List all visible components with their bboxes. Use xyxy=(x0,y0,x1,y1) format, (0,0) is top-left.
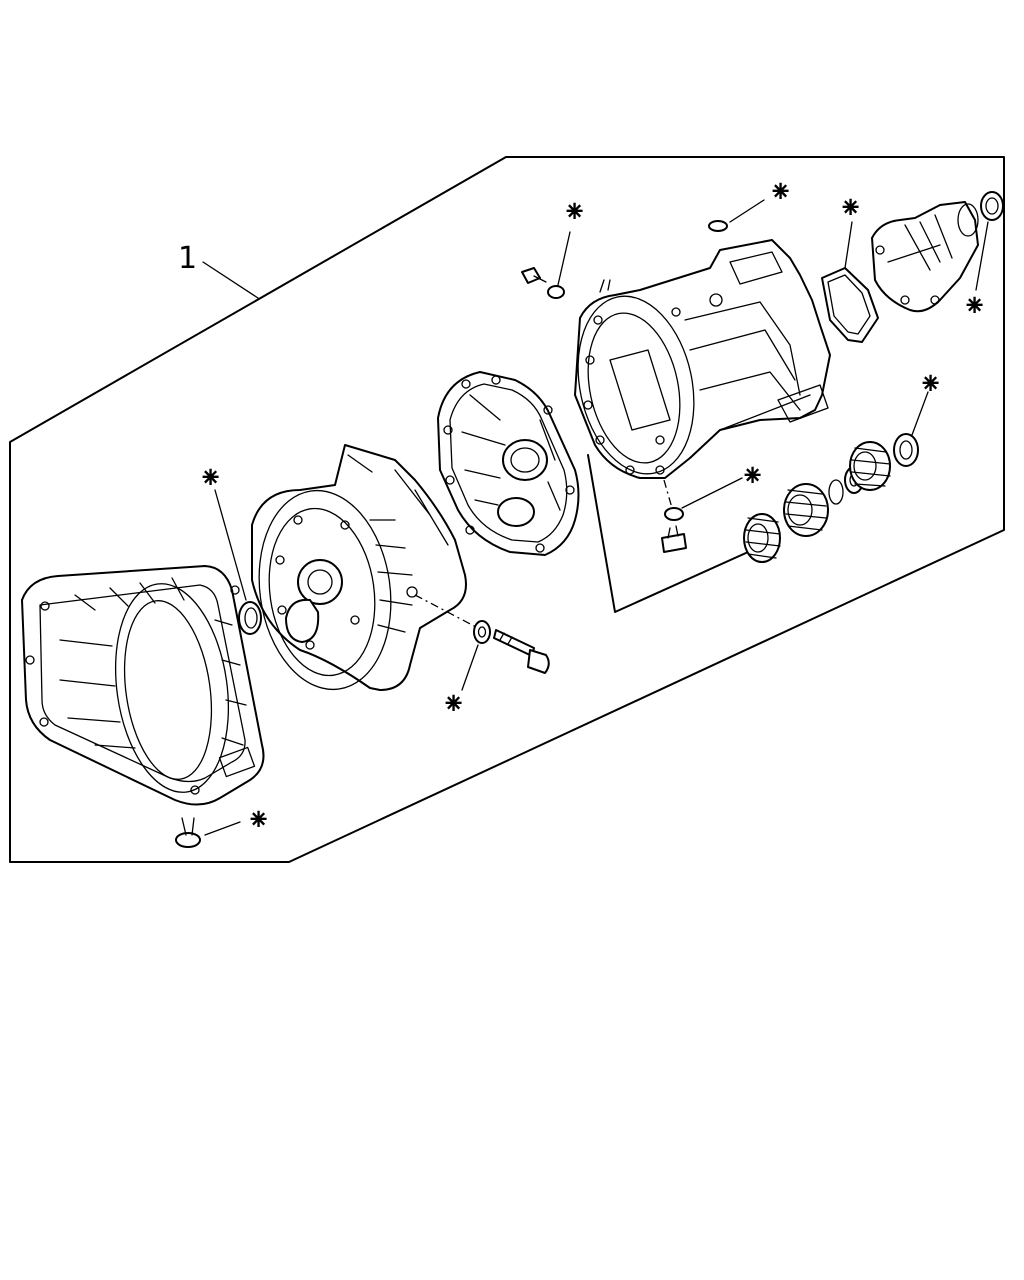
adapter-housing xyxy=(251,444,467,691)
o-ring-top-left xyxy=(547,285,565,299)
o-ring-top-left-leader xyxy=(557,231,571,286)
drain-plug-leader xyxy=(204,821,241,836)
part-number-label: 1 xyxy=(178,241,197,276)
washer-bolt-seal xyxy=(473,620,491,644)
gear-middle xyxy=(783,483,829,537)
o-ring-bottom-service-mark: ⁕ xyxy=(740,459,765,494)
o-ring-top-left-service-mark: ⁕ xyxy=(562,195,587,230)
bolt-axis-dashed xyxy=(414,594,479,629)
snap-ring xyxy=(828,479,844,505)
washer-service-mark: ⁕ xyxy=(441,687,466,722)
gear-group-bracket xyxy=(587,454,758,613)
gasket-service-mark: ⁕ xyxy=(838,191,863,226)
hex-bolt xyxy=(493,629,550,674)
assembly-frame xyxy=(9,156,1005,863)
o-ring-bottom-leader xyxy=(681,477,743,509)
intermediate-plate xyxy=(437,371,580,556)
part-number-leader xyxy=(202,261,259,299)
bell-housing xyxy=(21,565,265,806)
oil-seal-front-leader xyxy=(214,489,247,601)
lower-bolt-axis xyxy=(663,479,673,509)
o-ring-top xyxy=(708,220,728,232)
o-ring-top-service-mark: ⁕ xyxy=(768,175,793,210)
bearing-seal xyxy=(893,433,919,467)
o-ring-top-leader xyxy=(729,199,765,223)
bearing-seal-leader xyxy=(911,391,929,436)
gasket-leader xyxy=(844,221,853,269)
rear-oil-seal-leader xyxy=(975,221,989,291)
rear-oil-seal-service-mark: ⁕ xyxy=(962,289,987,324)
gear-small xyxy=(743,513,781,563)
oil-seal-front-service-mark: ⁕ xyxy=(198,461,223,496)
washer-leader xyxy=(461,644,479,691)
drain-plug-service-mark: ⁕ xyxy=(246,803,271,838)
main-transmission-case xyxy=(574,239,831,479)
breather-bolt xyxy=(521,267,547,284)
extension-housing xyxy=(871,201,979,313)
bell-housing-drain-plug xyxy=(175,817,201,848)
extension-gasket xyxy=(821,267,879,343)
bearing-seal-service-mark: ⁕ xyxy=(918,367,943,402)
drain-bolt xyxy=(661,525,687,553)
oil-seal-front xyxy=(238,601,262,635)
rear-oil-seal xyxy=(980,191,1004,221)
o-ring-bottom xyxy=(664,507,684,521)
gear-rear xyxy=(849,441,891,491)
